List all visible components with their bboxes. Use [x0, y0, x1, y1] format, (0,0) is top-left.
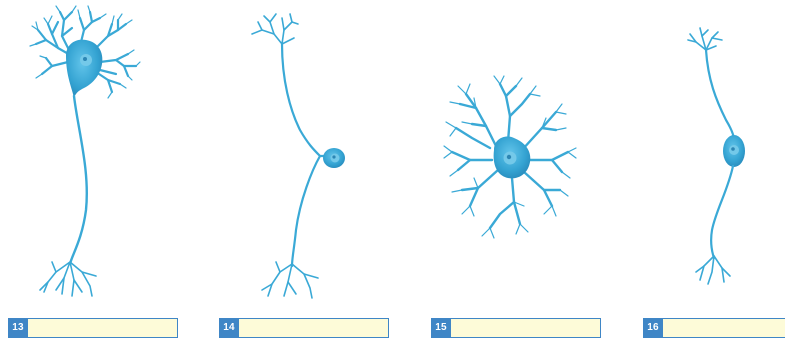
label-row-16: 16 — [643, 318, 785, 338]
label-row-14: 14 — [219, 318, 389, 338]
neuron-16-dendrites — [688, 28, 722, 50]
number-badge-14: 14 — [219, 318, 239, 338]
neuron-16-dendrite-trunk — [706, 50, 734, 140]
neuron-14-peripheral-axon — [282, 44, 320, 156]
neuron-13-axon — [70, 96, 87, 264]
neuron-14-peripheral-branches — [252, 14, 298, 44]
neuron-15-multipolar — [444, 76, 576, 238]
label-row-15: 15 — [431, 318, 601, 338]
label-row-13: 13 — [8, 318, 178, 338]
neuron-16-nucleolus — [731, 147, 735, 151]
number-badge-13: 13 — [8, 318, 28, 338]
answer-field-16[interactable] — [663, 318, 785, 338]
number-badge-16: 16 — [643, 318, 663, 338]
neuron-14-axon-terminals — [262, 262, 318, 298]
neuron-14-central-axon — [292, 156, 320, 266]
neuron-16-axon-terminals — [696, 256, 730, 284]
neuron-13-soma — [66, 40, 102, 98]
neuron-14-pseudounipolar — [252, 14, 345, 298]
neuron-16-axon — [711, 166, 733, 258]
neuron-13-axon-terminals — [40, 262, 96, 296]
neuron-13-multipolar — [30, 6, 140, 296]
answer-field-14[interactable] — [239, 318, 389, 338]
neuron-13-nucleolus — [83, 57, 87, 61]
neuron-15-nucleolus — [507, 155, 511, 159]
answer-field-15[interactable] — [451, 318, 601, 338]
number-badge-15: 15 — [431, 318, 451, 338]
answer-field-13[interactable] — [28, 318, 178, 338]
neuron-16-bipolar — [688, 28, 745, 284]
neuron-14-nucleolus — [332, 155, 335, 158]
